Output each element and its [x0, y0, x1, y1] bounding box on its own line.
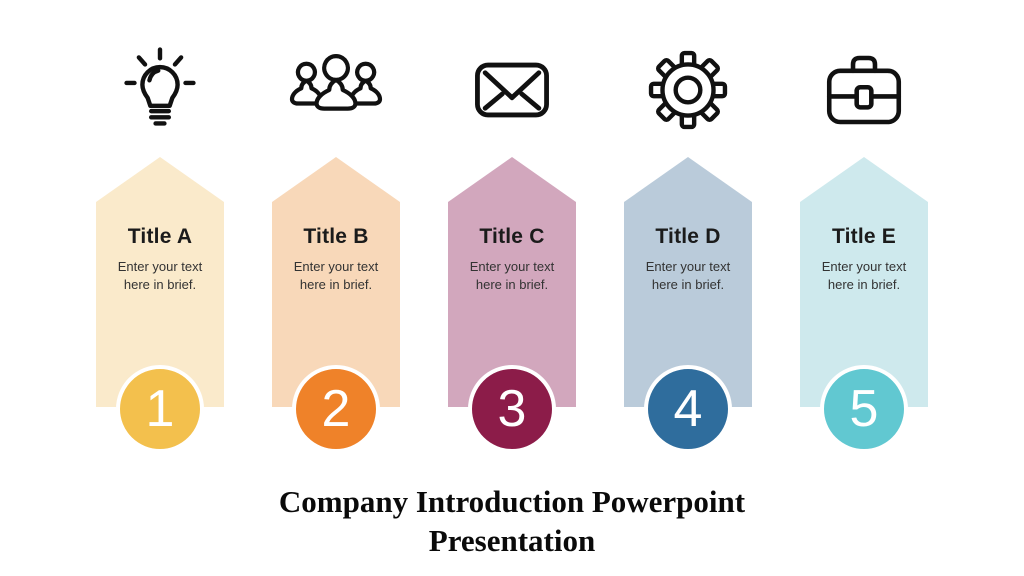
- step-title: Title A: [127, 225, 193, 248]
- step-number-badge: 4: [644, 365, 732, 453]
- icon-box: [600, 40, 776, 140]
- icon-box: [776, 40, 952, 140]
- step-number: 5: [849, 380, 879, 438]
- step-number: 2: [321, 380, 351, 438]
- step-number-badge: 3: [468, 365, 556, 453]
- step-column-3: Title C Enter your text here in brief. 3: [424, 40, 600, 453]
- gear-icon: [648, 50, 728, 130]
- step-description: Enter your text here in brief.: [117, 259, 203, 292]
- step-description: Enter your text here in brief.: [469, 259, 555, 292]
- step-description: Enter your text here in brief.: [645, 259, 731, 292]
- step-title: Title B: [303, 225, 369, 248]
- icon-box: [72, 40, 248, 140]
- icon-box: [424, 40, 600, 140]
- step-column-2: Title B Enter your text here in brief. 2: [248, 40, 424, 453]
- step-column-5: Title E Enter your text here in brief. 5: [776, 40, 952, 453]
- step-number: 3: [497, 380, 527, 438]
- icon-box: [248, 40, 424, 140]
- step-number-badge: 5: [820, 365, 908, 453]
- step-number-badge: 2: [292, 365, 380, 453]
- step-panel: Title A Enter your text here in brief.: [96, 157, 224, 407]
- lightbulb-icon: [124, 47, 196, 126]
- step-number-badge: 1: [116, 365, 204, 453]
- step-title: Title C: [479, 225, 545, 248]
- step-title: Title D: [655, 225, 721, 248]
- step-description: Enter your text here in brief.: [293, 259, 379, 292]
- step-column-1: Title A Enter your text here in brief. 1: [72, 40, 248, 453]
- envelope-icon: [475, 62, 549, 118]
- slide-title: Company Introduction Powerpoint Presenta…: [278, 484, 746, 559]
- step-number: 4: [673, 380, 703, 438]
- briefcase-icon: [826, 55, 902, 125]
- people-group-icon: [289, 54, 383, 111]
- step-column-4: Title D Enter your text here in brief. 4: [600, 40, 776, 453]
- step-title: Title E: [831, 225, 897, 248]
- step-description: Enter your text here in brief.: [821, 259, 907, 292]
- step-number: 1: [145, 380, 175, 438]
